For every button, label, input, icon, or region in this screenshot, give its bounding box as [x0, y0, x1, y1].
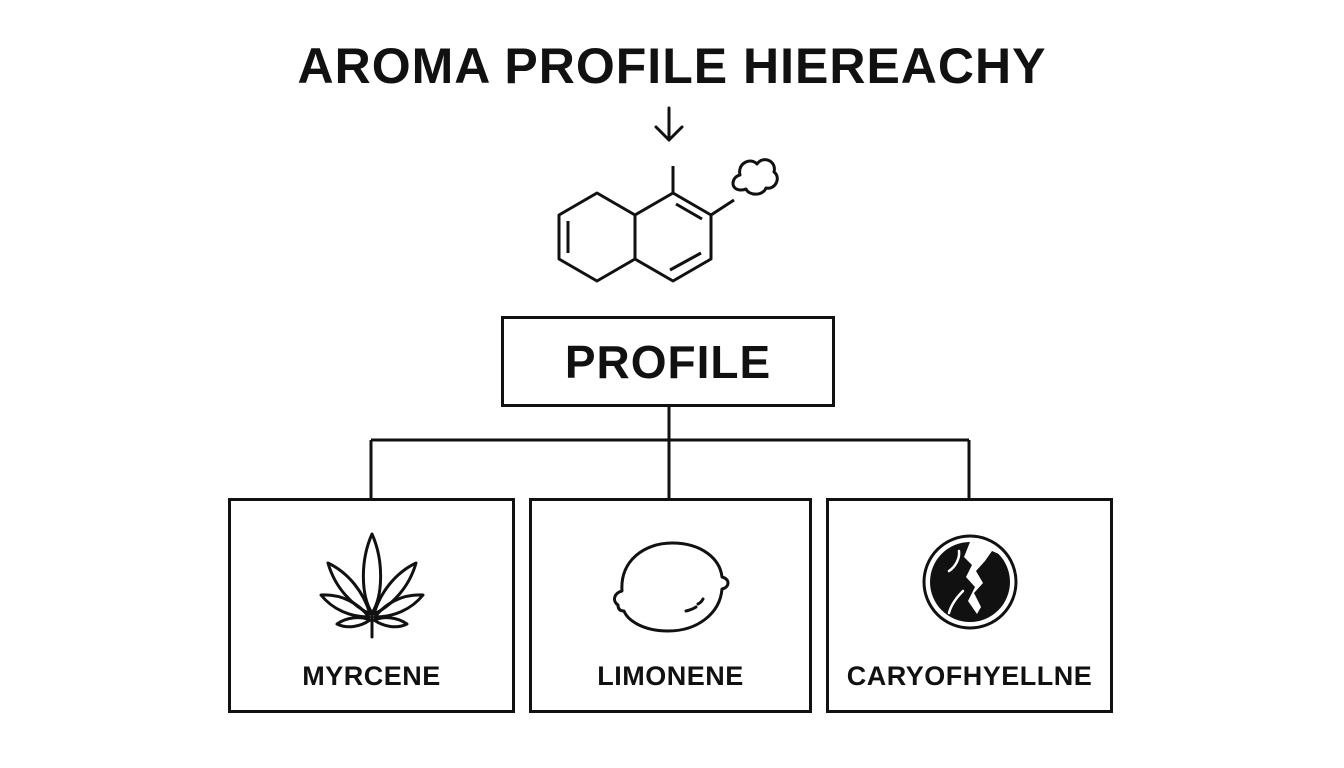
- limonene-label: LIMONENE: [597, 661, 744, 691]
- molecule-icon: [557, 166, 735, 283]
- down-arrow-icon: [654, 106, 684, 142]
- lemon-icon: [613, 541, 730, 633]
- page-title: AROMA PROFILE HIEREACHY: [297, 38, 1047, 94]
- hierarchy-connectors: [369, 407, 971, 498]
- myrcene-node: MYRCENE: [228, 498, 515, 713]
- myrcene-label: MYRCENE: [302, 661, 441, 691]
- cannabis-leaf-icon: [319, 532, 425, 639]
- caryophyllene-node: CARYOFHYELLNE: [826, 498, 1113, 713]
- cracked-peppercorn-icon: [922, 534, 1018, 630]
- caryophyllene-label: CARYOFHYELLNE: [846, 661, 1093, 691]
- limonene-node: LIMONENE: [529, 498, 812, 713]
- profile-node: PROFILE: [501, 316, 835, 407]
- profile-label: PROFILE: [564, 335, 772, 388]
- aroma-cloud-icon: [731, 158, 779, 196]
